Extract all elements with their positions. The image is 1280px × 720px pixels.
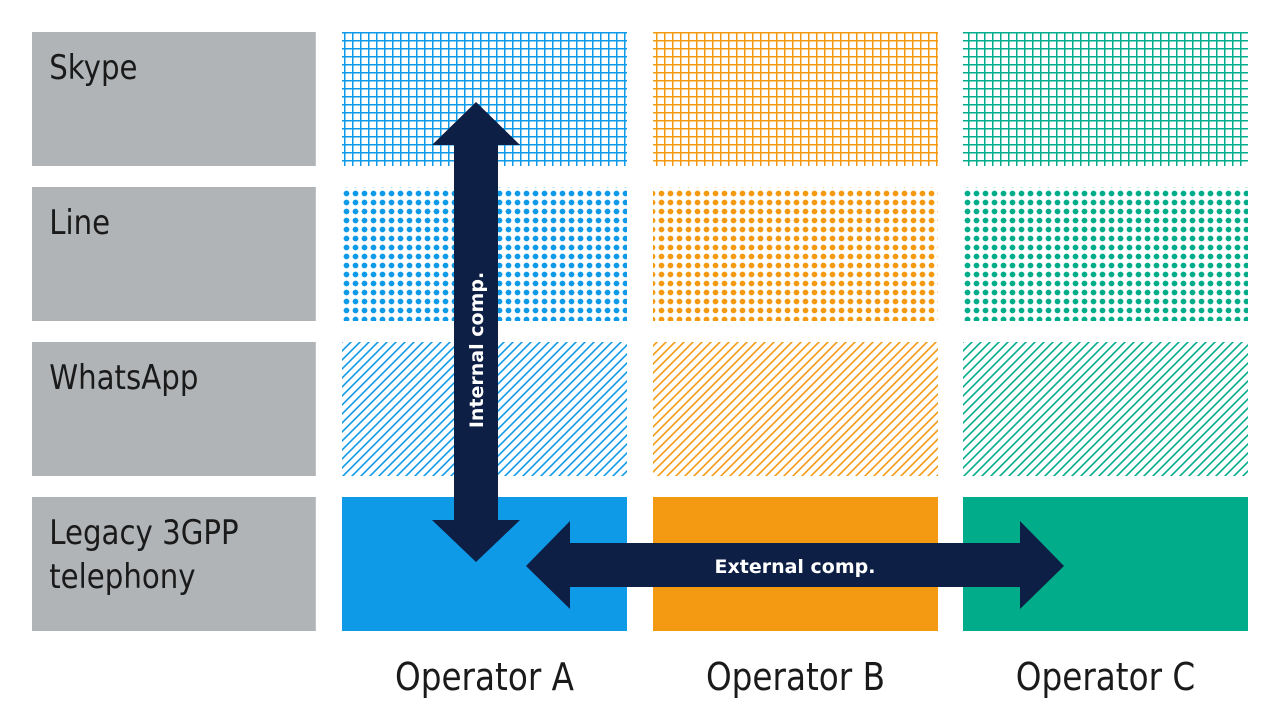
- row-label-legacy-line1: Legacy 3GPP: [49, 513, 239, 553]
- cell-whatsapp-operator-c: [963, 342, 1248, 476]
- row-label-whatsapp-text: WhatsApp: [49, 358, 199, 398]
- cell-line-operator-b: [653, 187, 938, 321]
- row-label-line-text: Line: [49, 203, 111, 243]
- external-comp-label: External comp.: [715, 556, 876, 578]
- row-label-whatsapp: WhatsApp: [32, 342, 316, 476]
- column-label-operator-a: Operator A: [394, 655, 575, 699]
- row-label-legacy-line2: telephony: [49, 557, 196, 597]
- column-label-operator-c: Operator C: [1015, 655, 1196, 699]
- internal-comp-label: Internal comp.: [466, 272, 488, 428]
- row-label-skype: Skype: [32, 32, 316, 166]
- column-label-operator-b: Operator B: [705, 655, 886, 699]
- internal-comp-arrow: [432, 102, 520, 562]
- cell-whatsapp-operator-b: [653, 342, 938, 476]
- cell-skype-operator-b: [653, 32, 938, 166]
- external-comp-arrow: [526, 521, 1064, 609]
- row-label-skype-text: Skype: [49, 48, 138, 88]
- cell-skype-operator-c: [963, 32, 1248, 166]
- cell-line-operator-c: [963, 187, 1248, 321]
- row-label-line: Line: [32, 187, 316, 321]
- row-label-legacy-telephony: Legacy 3GPP telephony: [32, 497, 316, 631]
